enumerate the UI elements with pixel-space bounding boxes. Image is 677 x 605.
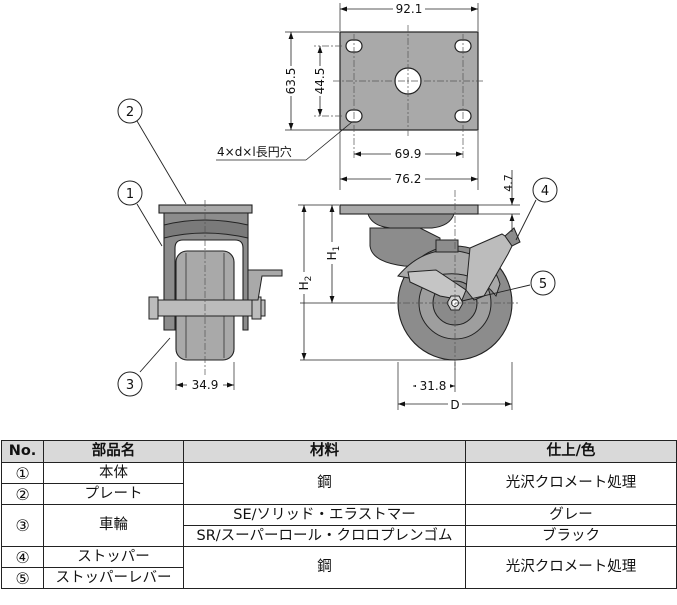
material-body-plate: 鋼: [183, 462, 466, 505]
top-view-plate: 92.1 63.5 44.5 69.9 76.2 4×d×l長円穴: [216, 1, 485, 190]
svg-text:1: 1: [126, 187, 134, 202]
color-wheel-sr: ブラック: [465, 525, 677, 547]
row-no: ③: [1, 504, 44, 547]
row-part: ストッパーレバー: [43, 567, 184, 589]
parts-table: No. 部品名 材料 仕上/色 ① 本体 鋼 光沢クロメート処理 ② プレート …: [1, 440, 677, 589]
table-row: SR/スーパーロール・クロロプレンゴム ブラック: [2, 525, 677, 547]
row-part: 本体: [43, 462, 184, 484]
dim-diameter: D: [450, 398, 459, 412]
svg-text:2: 2: [126, 105, 134, 120]
dim-h2: H2: [297, 276, 314, 291]
svg-text:3: 3: [126, 378, 134, 393]
callouts: [136, 120, 537, 373]
dim-plate-base-width: 76.2: [395, 172, 422, 186]
table-row: ① 本体 鋼 光沢クロメート処理: [1, 462, 677, 505]
finish-body-plate: 光沢クロメート処理: [465, 462, 677, 505]
finish-stopper: 光沢クロメート処理: [465, 546, 677, 589]
header-material: 材料: [183, 440, 466, 463]
header-finish-color: 仕上/色: [465, 440, 677, 463]
dim-wheel-width: 34.9: [192, 378, 219, 392]
row-part: 車輪: [43, 504, 184, 547]
table-row: ⑤ ストッパーレバー: [1, 567, 677, 589]
callout-5: 5: [530, 270, 556, 296]
row-no: ④: [1, 546, 44, 568]
callout-2: 2: [117, 98, 143, 124]
material-stopper: 鋼: [183, 546, 466, 589]
callout-1: 1: [117, 180, 143, 206]
table-row: ③ 車輪 SE/ソリッド・エラストマー グレー: [1, 504, 677, 547]
material-wheel-sr: SR/スーパーロール・クロロプレンゴム: [183, 525, 466, 547]
material-wheel-se: SE/ソリッド・エラストマー: [183, 504, 466, 526]
color-wheel-se: グレー: [465, 504, 677, 526]
dim-h1: H1: [325, 246, 342, 261]
callout-3: 3: [117, 371, 143, 397]
header-no: No.: [1, 440, 44, 463]
front-view-caster: 34.9: [148, 200, 283, 392]
header-part-name: 部品名: [43, 440, 184, 463]
row-no: ①: [1, 462, 44, 484]
side-view-caster: H1 H2 31.8 D 4.7: [297, 170, 521, 412]
row-no: ②: [1, 483, 44, 505]
dim-offset: 31.8: [420, 379, 447, 393]
row-part: ストッパー: [43, 546, 184, 568]
table-header-row: No. 部品名 材料 仕上/色: [1, 440, 677, 463]
callout-4: 4: [532, 177, 558, 203]
row-part: プレート: [43, 483, 184, 505]
dim-hole-pitch-y: 44.5: [313, 68, 327, 95]
svg-text:4: 4: [541, 184, 549, 199]
hole-note: 4×d×l長円穴: [217, 144, 292, 159]
dim-hole-pitch-x: 69.9: [395, 147, 422, 161]
caster-technical-drawing: 92.1 63.5 44.5 69.9 76.2 4×d×l長円穴: [117, 1, 558, 412]
svg-text:5: 5: [539, 277, 547, 292]
table-row: ④ ストッパー 鋼 光沢クロメート処理: [1, 546, 677, 589]
dim-plate-height: 63.5: [284, 68, 298, 95]
dim-plate-width: 92.1: [396, 2, 423, 16]
row-no: ⑤: [1, 567, 44, 589]
dim-plate-thickness: 4.7: [502, 174, 515, 192]
